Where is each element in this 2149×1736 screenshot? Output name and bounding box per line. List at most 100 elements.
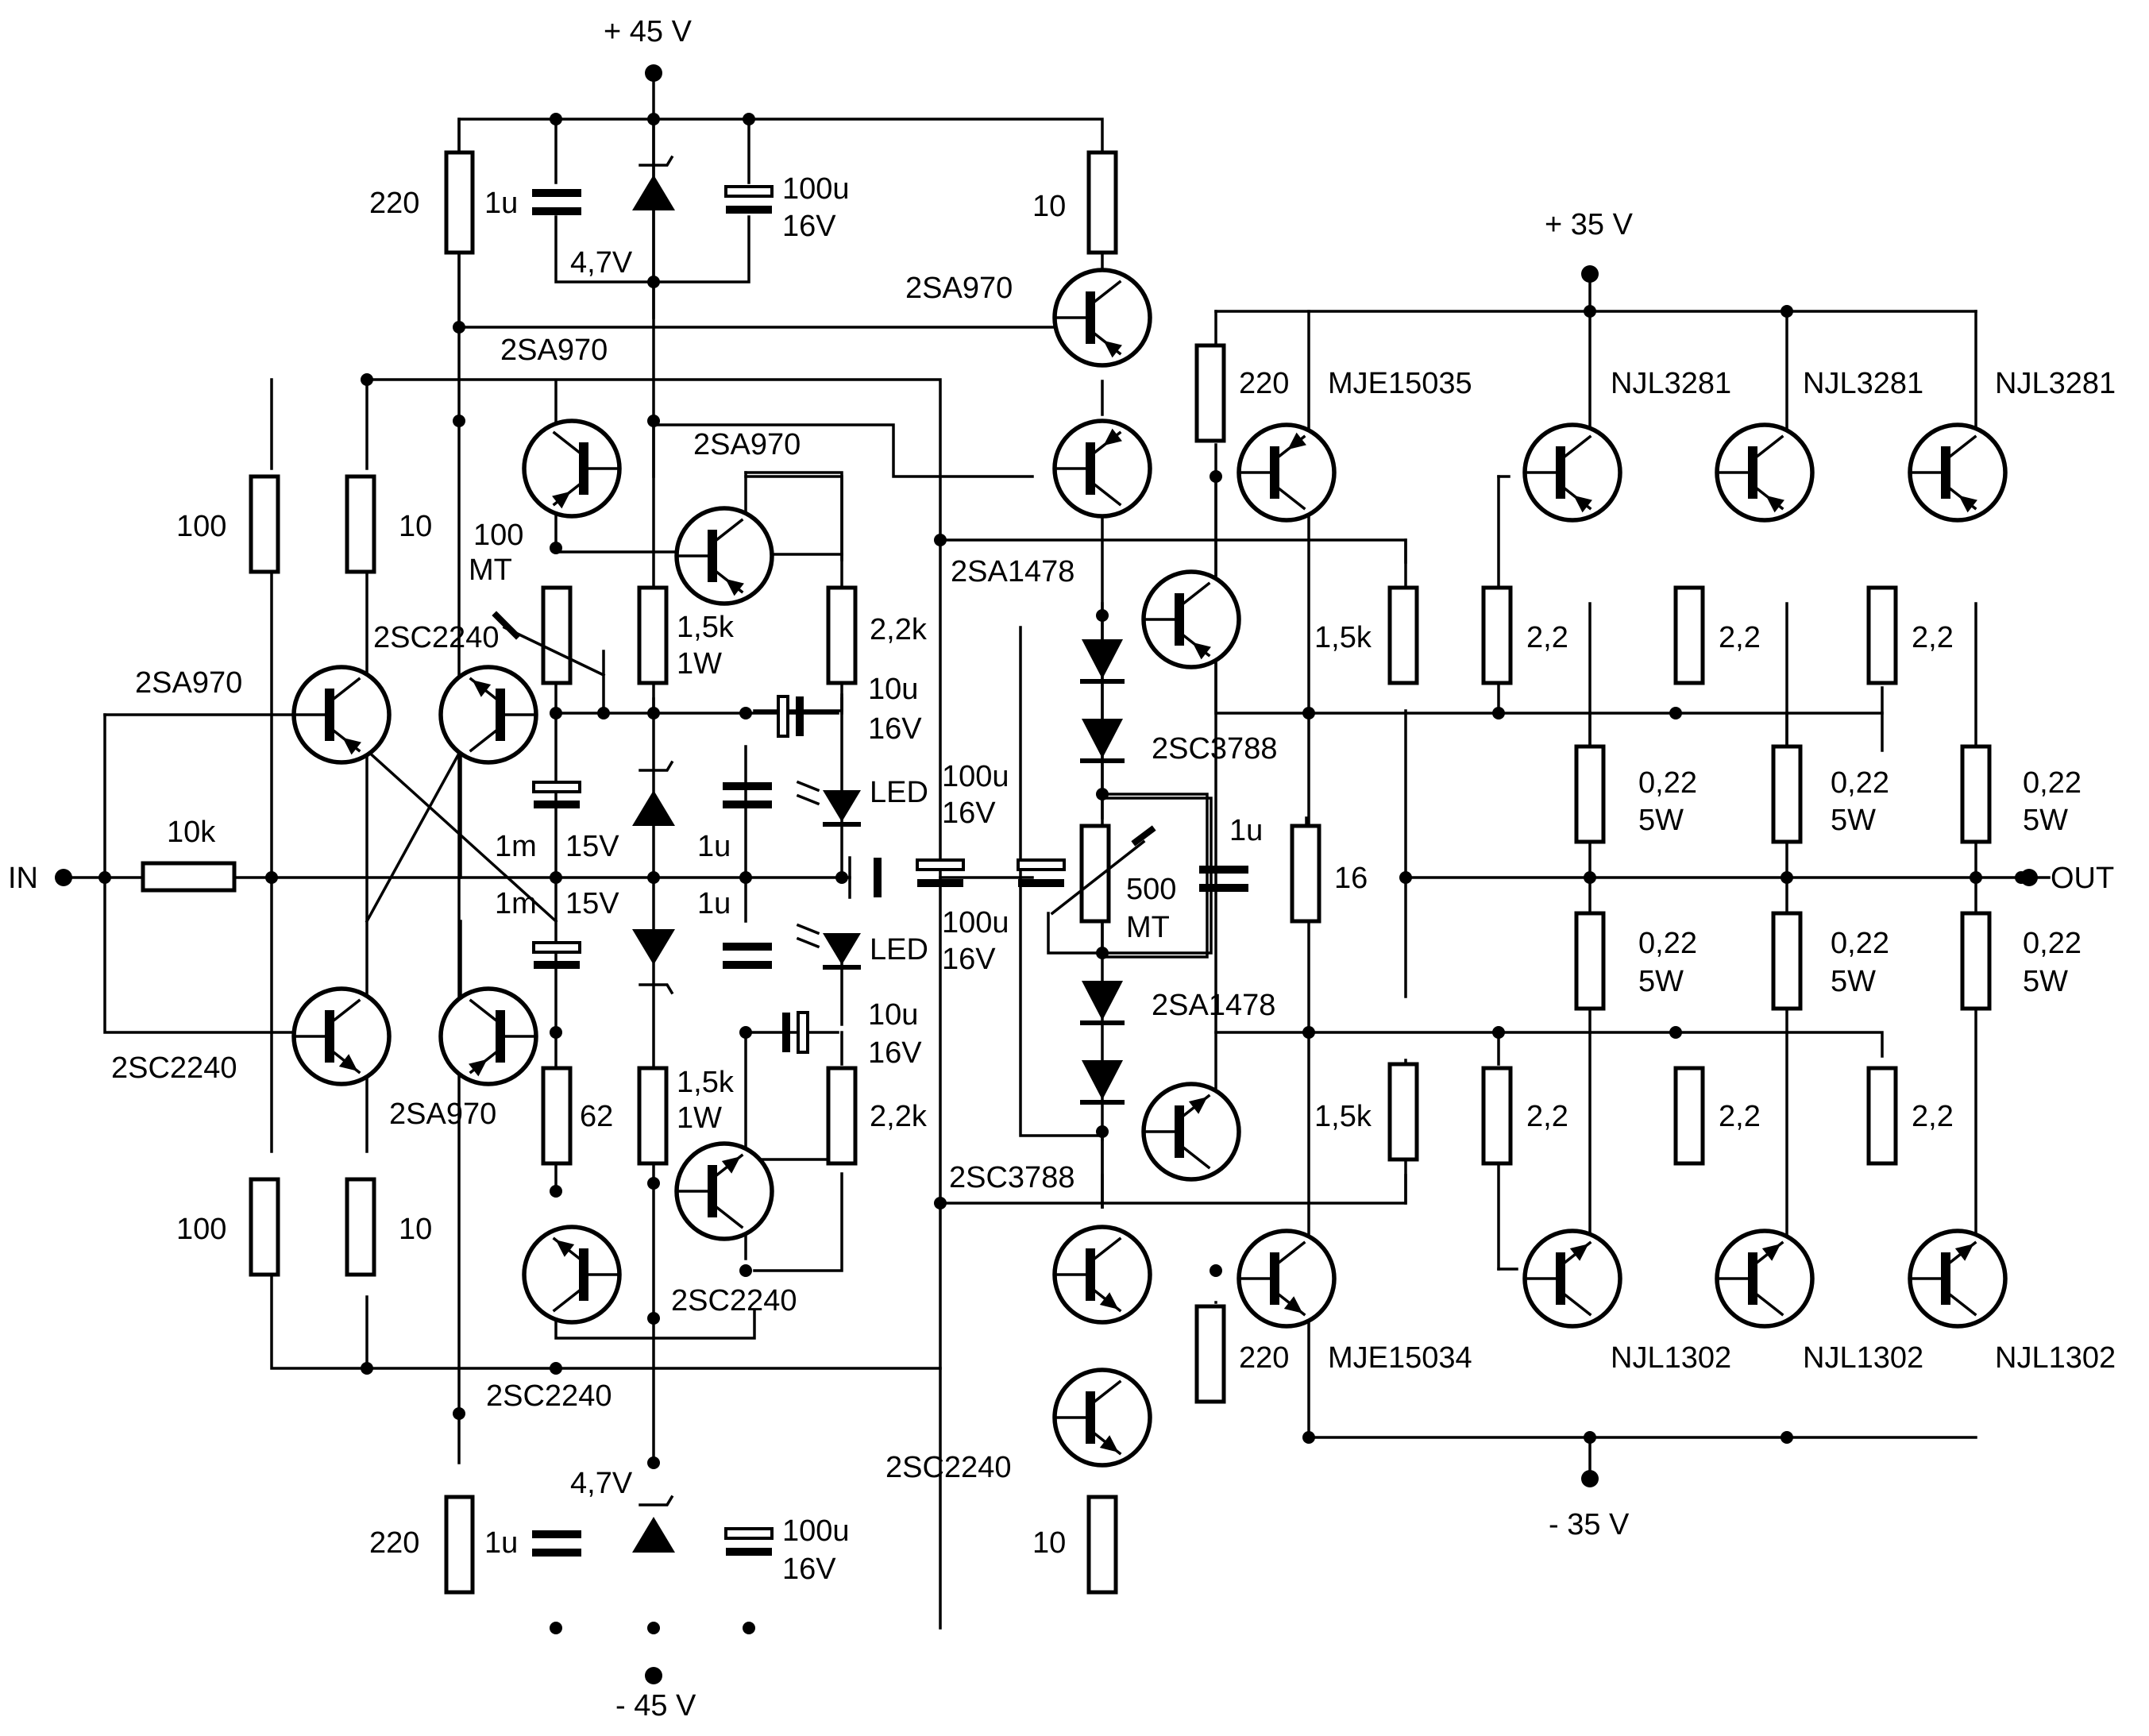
- junction-dot: [550, 871, 562, 884]
- label-c100u-bot-b: 16V: [782, 1553, 836, 1586]
- junction-dot: [1096, 609, 1109, 622]
- resistor-10-top: [1086, 150, 1118, 255]
- junction-dot: [647, 707, 660, 719]
- label-re-bot-1b: 5W: [1638, 965, 1684, 998]
- resistor-100mt-pot: [541, 585, 573, 685]
- resistor-10-left-top: [345, 474, 376, 574]
- label-r10-top: 10: [1032, 190, 1066, 223]
- label-r22k-top: 2,2k: [870, 613, 928, 646]
- label-r22-top-3: 2,2: [1912, 621, 1954, 654]
- transistor-2sc2240-midbot: [674, 1141, 774, 1241]
- junction-dot: [743, 1622, 755, 1634]
- junction-dot: [1970, 871, 1982, 884]
- label-c1m-bot: 1m: [495, 887, 537, 920]
- label-p100mt-a: 100: [473, 519, 523, 552]
- junction-dot: [647, 276, 660, 288]
- label-q2sc2240-botright: 2SC2240: [885, 1451, 1011, 1484]
- transistor-2sa970-left-bot: [438, 986, 538, 1086]
- transistor-2sa970-left-top: [291, 665, 392, 765]
- capacitor-10u-top: [777, 695, 804, 738]
- resistors: [141, 150, 1992, 1595]
- label-q2sa970-left-top: 2SA970: [135, 666, 242, 700]
- resistor-0-22-bot-1: [1574, 911, 1606, 1011]
- label-re-bot-2a: 0,22: [1831, 927, 1889, 960]
- label-q2sa970-left-bot: 2SA970: [389, 1098, 496, 1131]
- junction-dot: [1399, 871, 1412, 884]
- label-q-njl3281-1: NJL3281: [1611, 367, 1731, 400]
- junction-dots: [55, 64, 2038, 1684]
- led-bot: [796, 923, 861, 970]
- resistor-0-22-top-3: [1960, 744, 1992, 844]
- label-r62: 62: [580, 1100, 613, 1133]
- capacitor-1m-bot: [532, 941, 581, 969]
- junction-dot: [647, 113, 660, 125]
- label-q2sa1478-bot: 2SA1478: [1152, 989, 1275, 1022]
- junction-dot: [647, 1312, 660, 1325]
- junction-dot: [647, 1456, 660, 1469]
- terminal-dot: [645, 64, 662, 82]
- junction-dot: [1096, 947, 1109, 959]
- label-re-top-3b: 5W: [2023, 804, 2068, 837]
- diode-bias-2: [1080, 719, 1125, 763]
- resistor-1-5k-drv-top: [1387, 585, 1419, 685]
- resistor-1-5k-top: [637, 585, 669, 685]
- junction-dot: [1584, 305, 1596, 318]
- label-c100u-mid-bot-a: 100u: [942, 906, 1009, 939]
- junction-dot: [265, 871, 278, 884]
- label-r220-drv-bot: 220: [1239, 1341, 1289, 1375]
- transistor-njl3281-3: [1908, 422, 2008, 523]
- label-r22-bot-2: 2,2: [1719, 1100, 1761, 1133]
- label-r15k-a-top: 1,5k: [677, 611, 735, 644]
- transistor-mje15035: [1237, 422, 1337, 523]
- transistor-2sa970-upper: [1052, 419, 1152, 519]
- label-z47-top: 4,7V: [570, 246, 633, 280]
- label-q2sc2240-left-bot: 2SC2240: [111, 1051, 237, 1085]
- junction-dot: [550, 707, 562, 719]
- transistors: [291, 268, 2008, 1468]
- label-q-njl1302-3: NJL1302: [1995, 1341, 2116, 1375]
- junction-dot: [453, 1407, 465, 1420]
- junction-dot: [1584, 871, 1596, 884]
- label-q-njl3281-2: NJL3281: [1803, 367, 1923, 400]
- transistor-2sa1478-top: [1141, 569, 1241, 669]
- junction-dot: [647, 415, 660, 427]
- terminal-dot: [1581, 265, 1599, 283]
- label-r22-bot-1: 2,2: [1526, 1100, 1568, 1133]
- junction-dot: [1096, 788, 1109, 800]
- diode-bias-3: [1080, 981, 1125, 1025]
- label-c1m-top: 1m: [495, 830, 537, 863]
- label-r22-bot-3: 2,2: [1912, 1100, 1954, 1133]
- capacitor-1u-top: [532, 189, 581, 215]
- resistor-16: [1290, 824, 1321, 924]
- label-r220-top: 220: [369, 187, 419, 220]
- label-c1u-mid-top: 1u: [697, 830, 731, 863]
- junction-dot: [550, 113, 562, 125]
- potentiometer-wipers: [492, 611, 1213, 955]
- zener-4-7v-top: [632, 155, 675, 210]
- label-z15v-top: 15V: [565, 830, 619, 863]
- junction-dot: [550, 1185, 562, 1198]
- junction-dot: [743, 113, 755, 125]
- junction-dot: [934, 534, 947, 546]
- resistor-2-2-bot-2: [1673, 1066, 1705, 1166]
- junction-dot: [647, 1177, 660, 1190]
- label-q-njl1302-1: NJL1302: [1611, 1341, 1731, 1375]
- label-r220-bot: 220: [369, 1526, 419, 1560]
- resistor-220-drv-top: [1194, 343, 1226, 443]
- junction-dot: [1210, 1264, 1222, 1277]
- diodes: [632, 155, 1125, 1553]
- label-r10-bot: 10: [1032, 1526, 1066, 1560]
- junction-dot: [361, 373, 373, 386]
- label-q-njl1302-2: NJL1302: [1803, 1341, 1923, 1375]
- transistor-2sc2240-botright: [1052, 1368, 1152, 1468]
- label-r15k-a-bot: 1,5k: [677, 1066, 735, 1099]
- junction-dot: [739, 871, 752, 884]
- resistor-220-top: [444, 150, 475, 255]
- zener-15v-top: [632, 760, 675, 826]
- label-q2sc2240-left-top: 2SC2240: [373, 621, 499, 654]
- junction-dot: [550, 1362, 562, 1375]
- label-r15k-b-top: 1W: [677, 647, 722, 681]
- junction-dot: [1492, 1026, 1505, 1039]
- capacitor-1m-top: [532, 781, 581, 808]
